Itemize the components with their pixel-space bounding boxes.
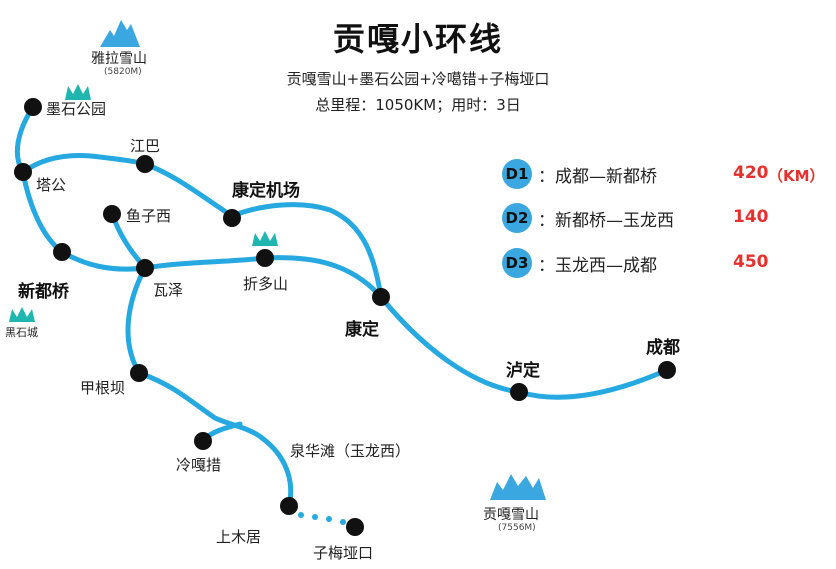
node-yuzixi [103,205,121,223]
node-zimei [346,518,364,536]
route-kangding-luding-chengdu [378,294,670,400]
node-zheduoshan [256,249,274,267]
day-badge: D3 [502,248,532,278]
place-label-quanhuatan: 泉华滩（玉龙西） [290,442,411,460]
day-distance: 420 [733,163,769,183]
place-label-chengdu: 成都 [646,338,680,358]
place-label-xinduqiao: 新都桥 [18,282,69,302]
place-label-lenggacuo: 冷嘎措 [176,456,222,474]
mountain-elevation-gongga: (7556M) [498,523,536,533]
route-airport-kangding [229,202,384,300]
day-badge: D1 [502,159,532,189]
node-jiangba [136,155,154,173]
distance-unit: （KM） [768,167,825,185]
day-badge: D2 [502,203,532,233]
mountain-icon [100,20,140,47]
place-label-jiagenba: 甲根坝 [80,379,126,397]
place-label-waze: 瓦泽 [153,281,184,299]
place-label-zheduoshan: 折多山 [243,275,289,293]
node-kangding [372,288,390,306]
map-title: 贡嘎小环线 [332,20,503,58]
route-dotted-extension [298,512,346,525]
map-subtitle: 贡嘎雪山+墨石公园+冷噶错+子梅垭口 [286,70,550,88]
mountain-label-gongga: 贡嘎雪山 [483,507,539,523]
node-tagong [14,163,32,181]
day-route: ：新都桥—玉龙西 [538,210,674,231]
place-label-moshi: 墨石公园 [46,100,107,118]
day-distance: 140 [733,207,769,227]
place-label-zimei: 子梅垭口 [313,544,374,562]
place-label-luding: 泸定 [506,361,540,381]
itinerary-row-d1: D1 ：成都—新都桥 [502,159,657,189]
mountain-label-heishicheng: 黑石城 [5,326,38,339]
day-route: ：成都—新都桥 [538,166,657,187]
trip-summary: 总里程：1050KM；用时：3日 [315,96,521,114]
place-label-yuzixi: 鱼子西 [126,207,172,225]
place-label-kangding-airport: 康定机场 [232,181,300,201]
place-label-shangmuju: 上木居 [216,528,262,546]
mountain-elevation-yala: (5820M) [104,67,142,77]
node-shangmuju [280,497,298,515]
node-lenggacuo [194,432,212,450]
route-moshi-tagong [14,104,36,175]
route-jiagenba-junction [136,370,265,441]
mountain-label-yala: 雅拉雪山 [91,51,147,67]
mountain-icon [252,231,278,246]
day-route: ：玉龙西—成都 [538,255,657,276]
place-label-kangding: 康定 [345,320,379,340]
node-xinduqiao [53,243,71,261]
day-distance: 450 [733,252,769,272]
mountain-icon [490,474,546,500]
route-junction-shangmuju [259,435,294,509]
route-tagong-jiangba-airport [20,152,235,219]
node-waze [136,259,154,277]
node-luding [510,383,528,401]
node-moshi [24,98,42,116]
node-chengdu [658,361,676,379]
route-waze-jiagenba [125,265,148,376]
itinerary-row-d3: D3 ：玉龙西—成都 [502,248,657,278]
mountain-icon [9,307,35,322]
mountain-icon [65,84,91,100]
place-label-jiangba: 江巴 [130,137,161,155]
node-kangding-airport [223,209,241,227]
place-label-tagong: 塔公 [36,176,67,194]
node-jiagenba [130,364,148,382]
itinerary-row-d2: D2 ：新都桥—玉龙西 [502,203,674,233]
